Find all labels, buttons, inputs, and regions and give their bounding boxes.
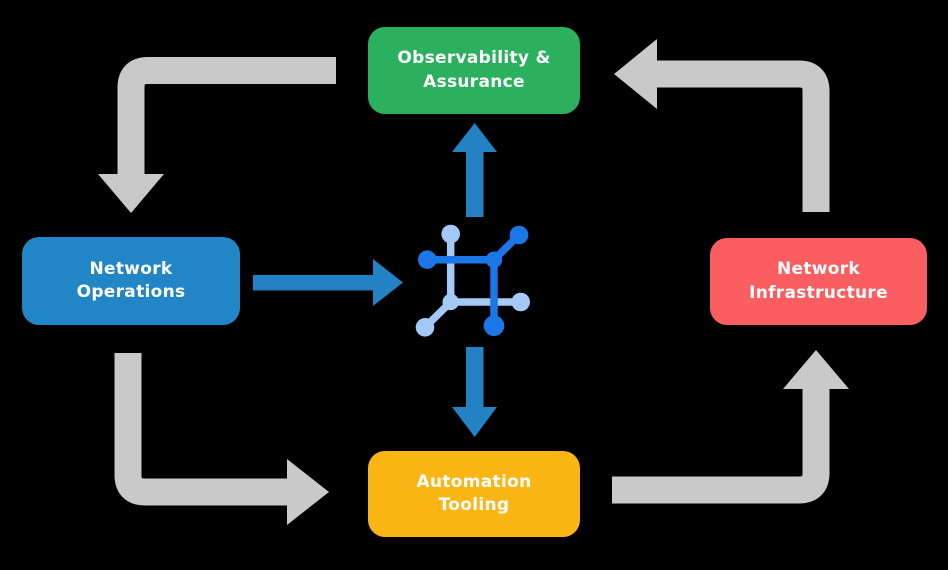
network-fabric-icon-node xyxy=(418,250,437,269)
arrow-icon-to-observability-shaft xyxy=(466,150,484,217)
node-automation-label-line1: Automation xyxy=(416,471,532,492)
arrow-automation-to-infrastructure-shaft xyxy=(612,389,830,504)
node-operations-label-line2: Operations xyxy=(76,282,186,302)
node-network-infrastructure: Network Infrastructure xyxy=(710,238,927,325)
arrow-observability-to-operations xyxy=(98,57,336,213)
network-fabric-icon-node xyxy=(441,224,460,244)
node-automation-label-line2: Tooling xyxy=(438,495,510,515)
arrow-infrastructure-to-observability-head xyxy=(614,39,657,109)
network-fabric-icon-node xyxy=(509,225,529,245)
arrow-icon-to-automation-head xyxy=(452,407,497,437)
arrow-observability-to-operations-shaft xyxy=(117,57,336,176)
arrow-operations-to-icon-head xyxy=(373,259,403,306)
node-network-operations: Network Operations xyxy=(22,237,240,325)
network-fabric-icon xyxy=(415,224,530,337)
node-observability-assurance: Observability & Assurance xyxy=(368,27,580,114)
node-infrastructure-label-line1: Network xyxy=(776,259,861,280)
network-fabric-icon-node xyxy=(415,318,435,337)
node-operations-label-line1: Network xyxy=(89,258,173,279)
arrow-operations-to-automation xyxy=(114,353,329,525)
node-observability-label-line2: Assurance xyxy=(423,71,525,92)
arrow-icon-to-observability xyxy=(452,123,497,217)
network-fabric-icon-node xyxy=(485,251,503,268)
network-fabric-icon-node xyxy=(511,292,530,312)
node-infrastructure-label-line2: Infrastructure xyxy=(749,282,888,303)
arrow-icon-to-automation xyxy=(452,347,497,437)
network-fabric-icon-dark-group xyxy=(418,225,529,336)
network-fabric-icon-node xyxy=(483,315,505,336)
arrow-operations-to-automation-shaft xyxy=(114,353,287,506)
arrow-automation-to-infrastructure-head xyxy=(783,350,849,389)
network-fabric-icon-node xyxy=(442,293,459,311)
arrow-icon-to-automation-shaft xyxy=(466,347,484,408)
arrow-operations-to-icon-shaft xyxy=(253,275,373,291)
arrow-observability-to-operations-head xyxy=(98,174,164,213)
arrow-operations-to-automation-head xyxy=(287,459,329,525)
node-automation-tooling: Automation Tooling xyxy=(368,451,580,537)
arrow-icon-to-observability-head xyxy=(452,123,497,152)
node-observability-label-line1: Observability & xyxy=(397,48,551,69)
arrow-infrastructure-to-observability-shaft xyxy=(657,60,830,212)
arrow-operations-to-icon xyxy=(253,259,403,306)
arrow-infrastructure-to-observability xyxy=(614,39,830,212)
arrow-automation-to-infrastructure xyxy=(612,350,849,504)
